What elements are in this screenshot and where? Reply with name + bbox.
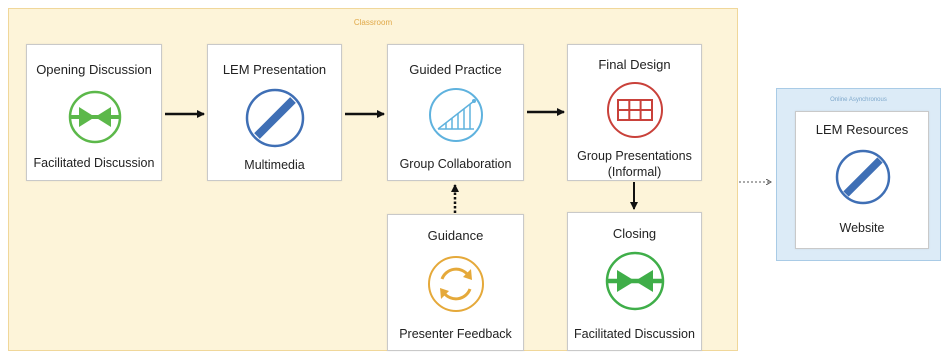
lem-resources-subtitle: Website bbox=[839, 221, 885, 235]
closing-node: Closing Facilitated Discussion bbox=[567, 212, 702, 351]
final-design-subtitle-line2: (Informal) bbox=[607, 165, 662, 179]
opening-discussion-subtitle: Facilitated Discussion bbox=[33, 156, 155, 170]
ramp-chart-icon bbox=[429, 88, 483, 142]
guided-practice-title: Guided Practice bbox=[409, 62, 502, 77]
classroom-label: Classroom bbox=[353, 18, 393, 27]
final-design-subtitle-line1: Group Presentations bbox=[577, 149, 692, 163]
closing-title: Closing bbox=[612, 226, 657, 241]
converging-arrows-icon bbox=[605, 251, 665, 311]
lem-resources-node: LEM Resources Website bbox=[795, 111, 929, 249]
lem-presentation-title: LEM Presentation bbox=[222, 62, 327, 77]
guidance-subtitle: Presenter Feedback bbox=[399, 327, 512, 341]
converging-arrows-icon bbox=[68, 90, 122, 144]
grid-icon bbox=[607, 82, 663, 138]
slash-circle-icon bbox=[245, 88, 305, 148]
final-design-node: Final Design Group Presentations (Inform… bbox=[567, 44, 702, 181]
closing-subtitle: Facilitated Discussion bbox=[574, 327, 695, 341]
online-asynchronous-label: Online Asynchronous bbox=[830, 97, 887, 103]
lem-resources-title: LEM Resources bbox=[815, 122, 909, 137]
opening-discussion-node: Opening Discussion Facilitated Discussio… bbox=[26, 44, 162, 181]
guidance-title: Guidance bbox=[427, 228, 484, 243]
final-design-title: Final Design bbox=[598, 57, 671, 72]
slash-circle-icon bbox=[835, 149, 891, 205]
cycle-icon bbox=[428, 256, 484, 312]
opening-discussion-title: Opening Discussion bbox=[36, 62, 152, 77]
lem-presentation-node: LEM Presentation Multimedia bbox=[207, 44, 342, 181]
guidance-node: Guidance Presenter Feedback bbox=[387, 214, 524, 351]
guided-practice-node: Guided Practice Group Collaboration bbox=[387, 44, 524, 181]
guided-practice-subtitle: Group Collaboration bbox=[399, 157, 512, 171]
lem-presentation-subtitle: Multimedia bbox=[244, 158, 305, 172]
